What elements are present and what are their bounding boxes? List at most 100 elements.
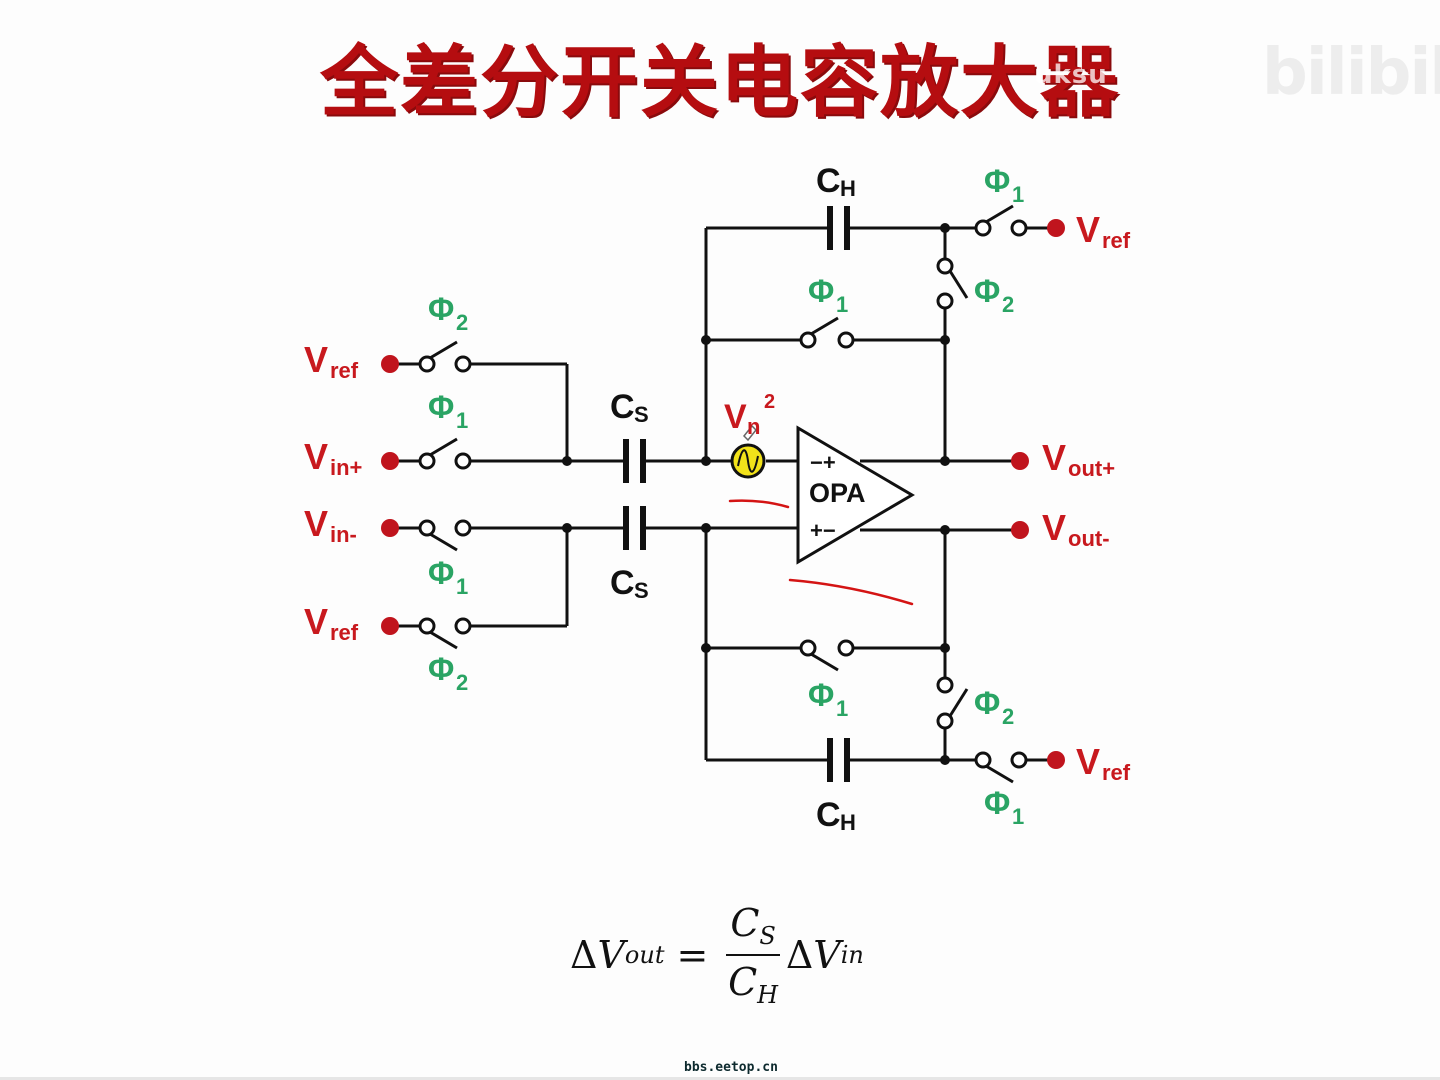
noise-label: V n 2 [724,391,775,439]
formula-denominator: CH [728,960,779,1009]
phase-label-vref-bottom: Φ 2 [428,651,468,695]
opamp: −+ OPA +− [796,425,915,565]
phase-label-reset-top: Φ 1 [808,273,848,317]
junctions [562,223,950,765]
terminal-vout-minus-dot [1011,521,1029,539]
formula-delta: Δ [570,933,598,977]
formula-rhs-sub: in [840,941,864,969]
switch-reset-top [799,316,855,349]
junction-dot [940,525,950,535]
label-vout-minus: V out- [1042,507,1110,551]
switch-vref-fb-top [974,204,1028,237]
svg-text:1: 1 [456,574,468,599]
svg-text:Φ: Φ [808,273,834,309]
svg-text:H: H [840,810,856,835]
svg-text:C: C [816,162,841,200]
cap-label-ch-bottom: C H [816,796,856,835]
terminal-vref-top-dot [381,355,399,373]
svg-text:V: V [724,398,747,436]
terminal-vin-minus-dot [381,519,399,537]
svg-text:in-: in- [330,522,357,547]
junction-dot [562,456,572,466]
bilibili-logo: bilibili [1262,36,1440,110]
switch-vertical-top [936,257,969,310]
label-vin-plus: V in+ [304,436,362,480]
opamp-bottom-signs: +− [810,518,836,543]
sine-wave-icon [737,449,759,473]
junction-dot [940,643,950,653]
annotation-stroke [788,578,914,606]
svg-text:V: V [304,436,328,477]
label-vin-minus: V in- [304,503,357,547]
junction-dot [940,223,950,233]
opamp-triangle [796,425,915,565]
formula-lhs-var: V [597,933,625,977]
terminal-vout-plus-dot [1011,452,1029,470]
svg-text:2: 2 [1002,292,1014,317]
svg-text:1: 1 [1012,804,1024,829]
terminal-vin-plus-dot [381,452,399,470]
svg-text:out+: out+ [1068,456,1115,481]
svg-text:2: 2 [764,391,775,413]
svg-text:V: V [304,339,328,380]
junction-dot [562,523,572,533]
junction-dot [701,335,711,345]
svg-text:2: 2 [456,310,468,335]
label-vref-fb-bottom: V ref [1076,741,1131,785]
svg-text:C: C [610,564,635,602]
terminals [381,219,1065,769]
wires [398,226,1056,762]
svg-text:V: V [1076,741,1100,782]
phase-label-vertical-bottom: Φ 2 [974,685,1014,729]
label-vref-top: V ref [304,339,359,383]
junction-dot [940,335,950,345]
capacitor-ch-top [827,206,850,250]
svg-text:Φ: Φ [974,273,1000,309]
svg-text:Φ: Φ [808,677,834,713]
switch-vref-bottom [418,617,472,650]
terminal-vref-fb-top-dot [1047,219,1065,237]
bottom-border [0,1077,1440,1080]
label-vref-fb-top: V ref [1076,209,1131,253]
svg-text:1: 1 [1012,182,1024,207]
svg-text:out-: out- [1068,526,1110,551]
svg-text:ref: ref [330,358,359,383]
svg-text:n: n [747,414,760,439]
svg-text:S: S [634,578,649,603]
phase-label-vin-plus: Φ 1 [428,389,468,433]
svg-text:ref: ref [1102,760,1131,785]
svg-text:in+: in+ [330,455,362,480]
svg-text:Φ: Φ [984,785,1010,821]
junction-dot [701,643,711,653]
formula-equals: = [676,933,709,977]
svg-text:V: V [1042,437,1066,478]
phase-label-reset-bottom: Φ 1 [808,677,848,721]
formula-lhs-sub: out [624,941,665,969]
cap-label-cs-top: C S [610,388,649,427]
slide-title: 全差分开关电容放大器 [320,38,1121,128]
formula-fraction: CS CH [726,901,780,1009]
svg-text:V: V [304,601,328,642]
svg-text:Φ: Φ [974,685,1000,721]
capacitor-cs-top [623,439,646,483]
svg-text:ref: ref [330,620,359,645]
switch-vin-minus [418,519,472,552]
cap-label-ch-top: C H [816,162,856,201]
junction-dot [701,456,711,466]
svg-text:Φ: Φ [428,651,454,687]
label-vout-plus: V out+ [1042,437,1115,481]
svg-text:2: 2 [1002,704,1014,729]
svg-text:1: 1 [836,292,848,317]
opamp-top-signs: −+ [810,450,836,475]
svg-text:S: S [634,402,649,427]
svg-text:V: V [1042,507,1066,548]
terminal-vref-bottom-dot [381,617,399,635]
junction-dot [940,456,950,466]
switch-vertical-bottom [936,676,969,730]
opamp-label: OPA [809,478,866,508]
switch-vref-top [418,340,472,373]
terminal-vref-fb-bottom-dot [1047,751,1065,769]
svg-text:1: 1 [836,696,848,721]
